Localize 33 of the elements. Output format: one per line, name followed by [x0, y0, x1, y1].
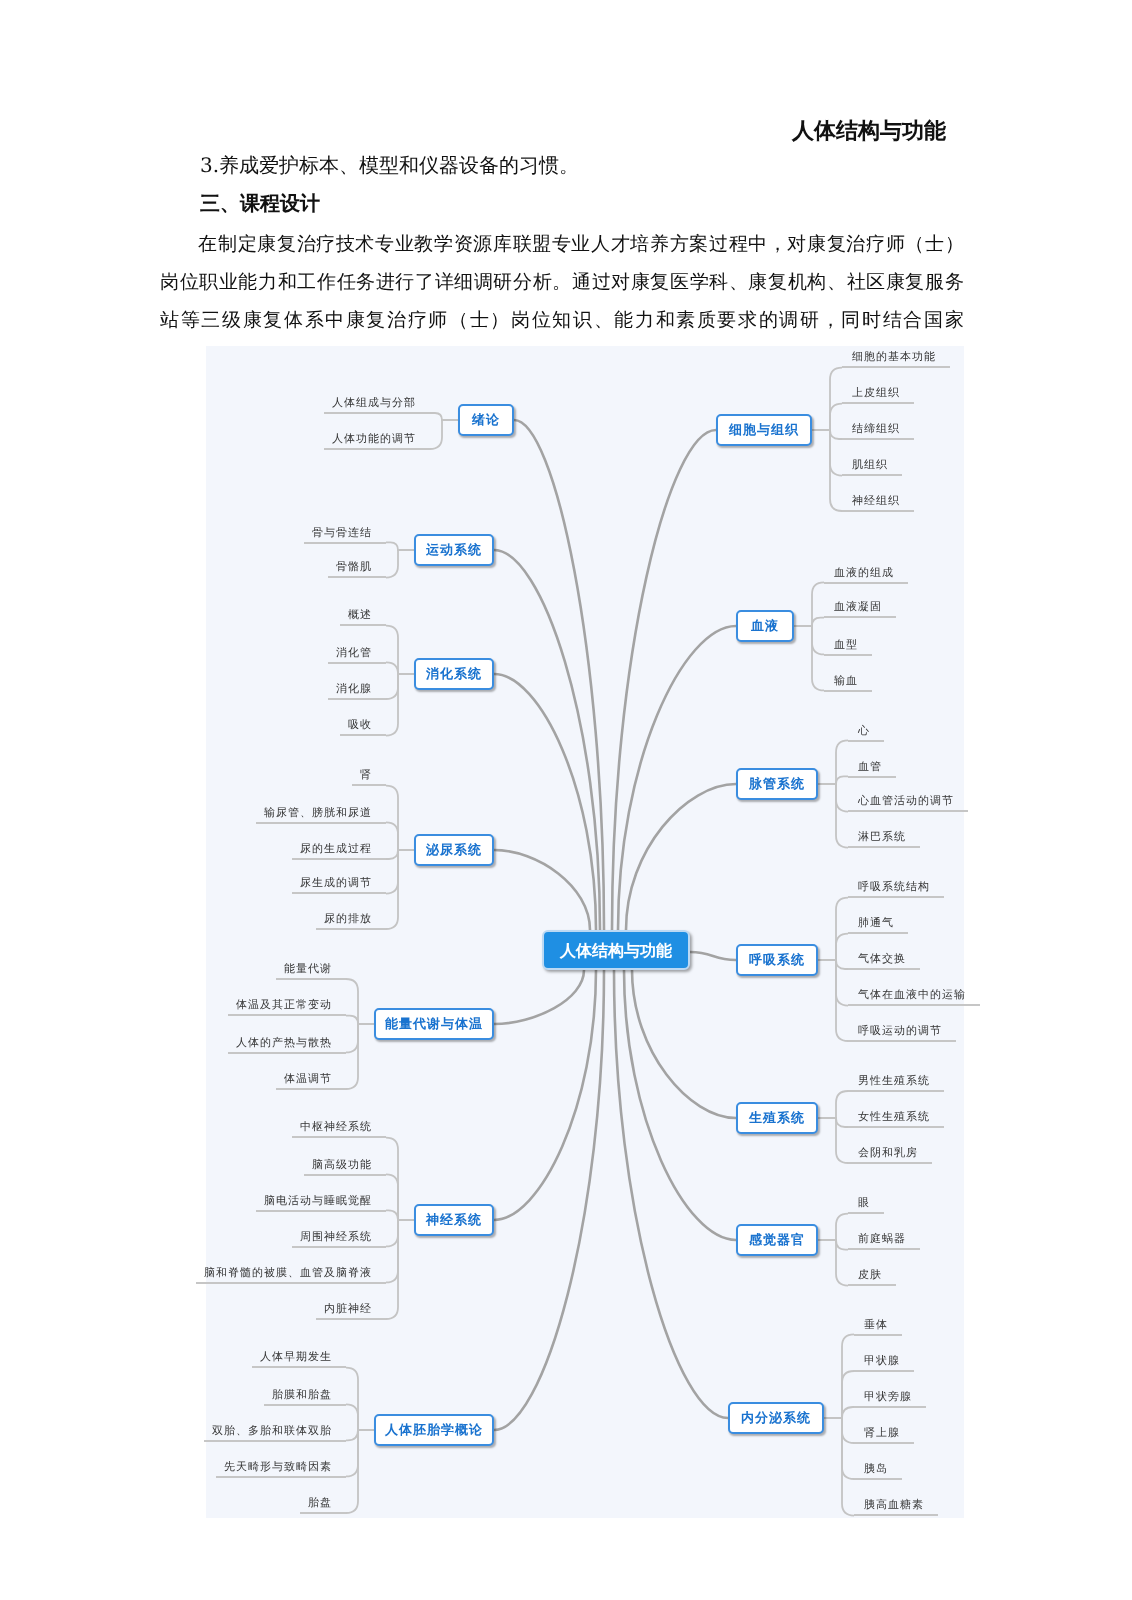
connector-line	[513, 418, 606, 930]
connector-line	[385, 673, 415, 737]
connector-line	[493, 548, 602, 931]
connector-line	[610, 428, 717, 931]
connector-line	[429, 419, 459, 450]
connector-line	[817, 783, 849, 849]
connector-line	[385, 549, 415, 579]
connector-line	[817, 1239, 849, 1287]
connector-line	[811, 429, 843, 512]
body-paragraph: 在制定康复治疗技术专业教学资源库联盟专业人才培养方案过程中，对康复治疗师（士）岗位职业能力和工作任务进行了详细调研分析。通过对康复医学科、康复机构、社区康复服务站等三级康复体系中康复治疗师（士）岗位知识、能力和素质要求的调研，同时结合国家	[160, 231, 964, 335]
connector-line	[823, 1417, 855, 1517]
page-header: 人体结构与功能	[792, 118, 946, 146]
connector-line	[793, 625, 825, 692]
connector-line	[493, 969, 598, 1222]
connector-line	[493, 969, 606, 1432]
connector-line	[493, 672, 598, 931]
connector-line	[385, 1219, 415, 1320]
connector-line	[817, 1117, 849, 1164]
connector-line	[385, 849, 415, 930]
list-item-text: 3.养成爱护标本、模型和仪器设备的习惯。	[200, 156, 580, 180]
connector-line	[689, 950, 737, 962]
connector-line	[493, 969, 586, 1026]
section-heading: 三、课程设计	[200, 193, 320, 217]
connector-line	[624, 782, 737, 931]
central-topic-box: 人体结构与功能	[542, 930, 690, 970]
connector-line	[612, 969, 729, 1420]
connector-line	[622, 969, 737, 1242]
connector-line	[345, 1429, 375, 1514]
connector-line	[616, 624, 737, 931]
connector-line	[630, 969, 737, 1120]
connector-line	[493, 848, 592, 931]
connector-line	[345, 1023, 375, 1090]
connector-line	[817, 959, 849, 1042]
